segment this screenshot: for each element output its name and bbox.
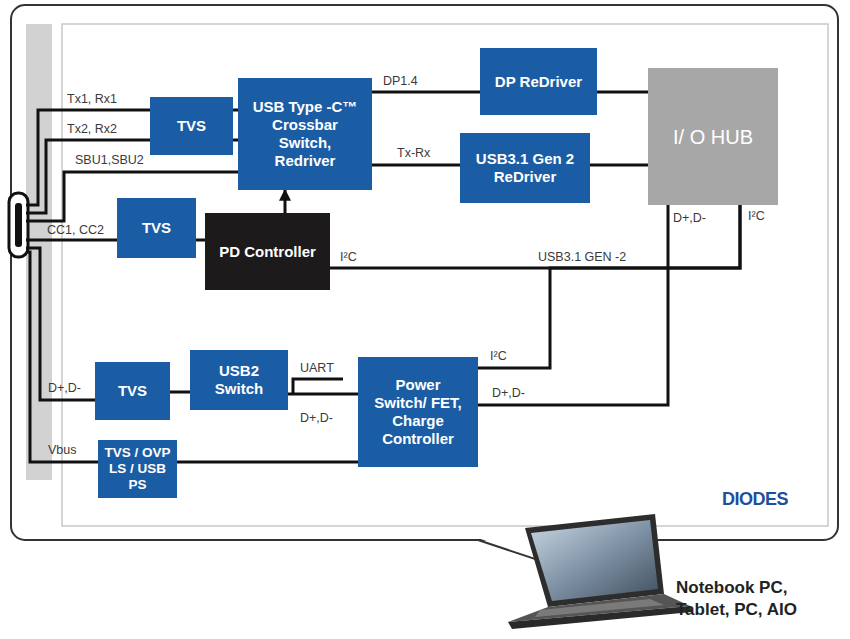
signal-label: D+,D- (300, 412, 333, 426)
component-box: USB2 Switch (190, 350, 288, 410)
outer-frame (11, 5, 838, 540)
signal-label: Vbus (48, 444, 77, 458)
signal-label: I²C (490, 350, 507, 364)
usb-c-connector (9, 193, 28, 257)
signal-label: DP1.4 (383, 75, 418, 89)
connector-line (196, 239, 205, 242)
component-box: USB3.1 Gen 2 ReDriver (460, 133, 590, 203)
signal-label: I²C (748, 210, 765, 224)
signal-label: D+,D- (492, 387, 525, 401)
box-text: TVS / OVP LS / USB PS (104, 445, 171, 494)
box-text: PD Controller (219, 243, 316, 261)
signal-label: UART (300, 362, 334, 376)
inner-panel (62, 24, 828, 526)
connector-line (288, 393, 358, 396)
connector-line (372, 164, 460, 167)
signal-label: CC1, CC2 (47, 224, 104, 238)
signal-label: Tx-Rx (397, 147, 430, 161)
box-text: TVS (118, 382, 147, 400)
usb-c-tongue (15, 203, 22, 247)
signal-label: Tx2, Rx2 (67, 123, 117, 137)
connector-line (177, 461, 358, 464)
box-text: USB Type -C™ Crossbar Switch, Redriver (252, 98, 358, 170)
laptop-illustration (508, 514, 692, 629)
component-box: TVS (95, 362, 170, 420)
connector-line (284, 190, 287, 213)
box-text: TVS (177, 117, 206, 135)
brand-logo: DIODES (722, 490, 788, 510)
signal-label: Tx1, Rx1 (67, 93, 117, 107)
connector-line (478, 205, 740, 368)
signal-label: USB3.1 GEN -2 (538, 251, 626, 265)
component-box: DP ReDriver (480, 48, 597, 115)
component-box: PD Controller (205, 213, 330, 290)
component-box: TVS (150, 97, 233, 155)
box-text: TVS (142, 219, 171, 237)
caption-text: Tablet, PC, AIO (676, 601, 797, 620)
hub-box: I/ O HUB (648, 68, 778, 205)
component-box: TVS / OVP LS / USB PS (98, 440, 177, 498)
connector-line (590, 164, 648, 167)
component-box: USB Type -C™ Crossbar Switch, Redriver (238, 78, 372, 190)
box-text: Power Switch/ FET, Charge Controller (370, 376, 466, 448)
box-text: USB3.1 Gen 2 ReDriver (466, 150, 584, 186)
connector-line (478, 205, 668, 405)
signal-label: D+,D- (48, 382, 81, 396)
component-box: Power Switch/ FET, Charge Controller (358, 357, 478, 467)
caption-text: Notebook PC, (676, 579, 787, 598)
box-text: I/ O HUB (673, 125, 753, 149)
connector-line (330, 205, 740, 268)
connector-line (597, 91, 648, 94)
component-box: TVS (117, 198, 196, 258)
connector-line (170, 391, 190, 394)
box-text: USB2 Switch (196, 362, 282, 398)
signal-label: D+,D- (673, 212, 706, 226)
connector-line (372, 91, 480, 94)
signal-label: I²C (340, 251, 357, 265)
box-text: DP ReDriver (495, 73, 582, 91)
signal-label: SBU1,SBU2 (75, 154, 144, 168)
